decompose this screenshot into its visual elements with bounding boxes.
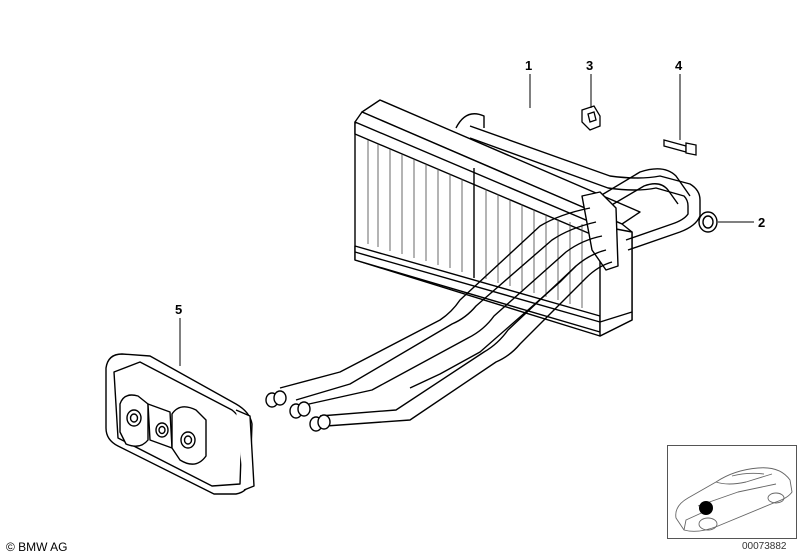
seal-ring[interactable] [698,211,718,233]
pipe-end-fittings [265,390,331,432]
coolant-pipes [279,125,701,427]
clip-nut[interactable] [581,105,601,131]
callout-1: 1 [525,58,532,73]
callout-3: 3 [586,58,593,73]
image-id: 00073882 [742,541,787,552]
leader-lines [179,74,754,366]
callout-4: 4 [675,58,683,73]
screw[interactable] [663,139,697,156]
car-outline-icon [675,467,793,532]
callout-2: 2 [758,215,765,230]
location-marker [699,501,713,515]
copyright-text: © BMW AG [6,540,68,554]
grommet[interactable] [105,353,255,495]
callout-5: 5 [175,302,182,317]
vehicle-location-thumbnail [667,445,797,539]
